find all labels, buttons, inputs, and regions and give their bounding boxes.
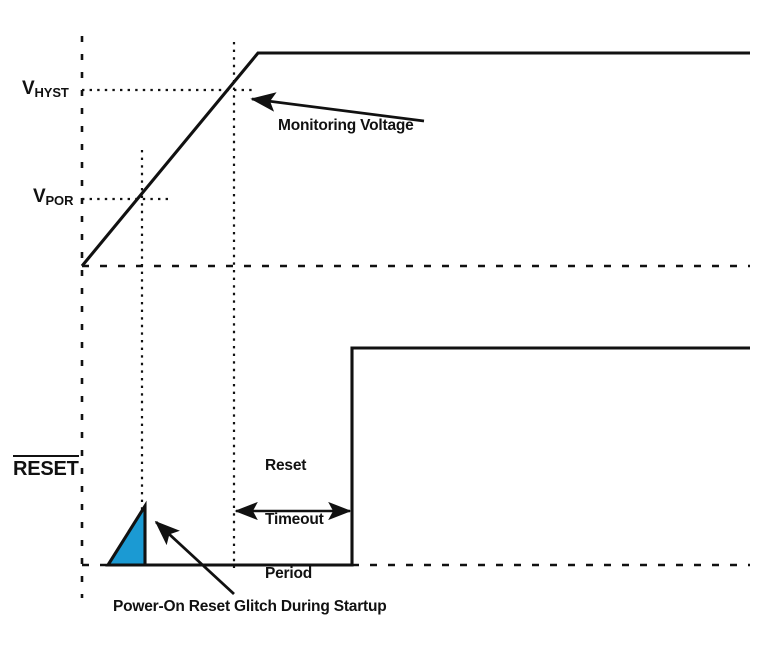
- reset-timeout-line-2: Timeout: [265, 510, 324, 528]
- reset-signal-label-text: RESET: [13, 455, 79, 481]
- glitch-callout-arrow: [154, 520, 235, 596]
- vhyst-label-base: V: [22, 78, 35, 99]
- glitch-caption: Power-On Reset Glitch During Startup: [113, 598, 387, 615]
- reset-timeout-line-3: Period: [265, 564, 313, 582]
- vpor-label-base: V: [33, 186, 46, 207]
- vpor-label-subscript: POR: [45, 193, 74, 208]
- power-on-reset-glitch-shape: [105, 500, 147, 567]
- vhyst-label-subscript: HYST: [34, 85, 69, 100]
- reset-timeout-period-annotation: Reset Timeout Period: [265, 421, 324, 619]
- monitoring-voltage-annotation: Monitoring Voltage: [278, 117, 414, 134]
- vhyst-label: VHYST: [22, 78, 69, 100]
- vpor-label: VPOR: [33, 186, 73, 208]
- reset-signal-label: RESET: [13, 455, 79, 481]
- monitoring-voltage-waveform: [80, 51, 750, 267]
- monitoring-voltage-arrow: [250, 92, 425, 123]
- reset-waveform: [145, 346, 750, 567]
- reset-timeout-line-1: Reset: [265, 456, 307, 474]
